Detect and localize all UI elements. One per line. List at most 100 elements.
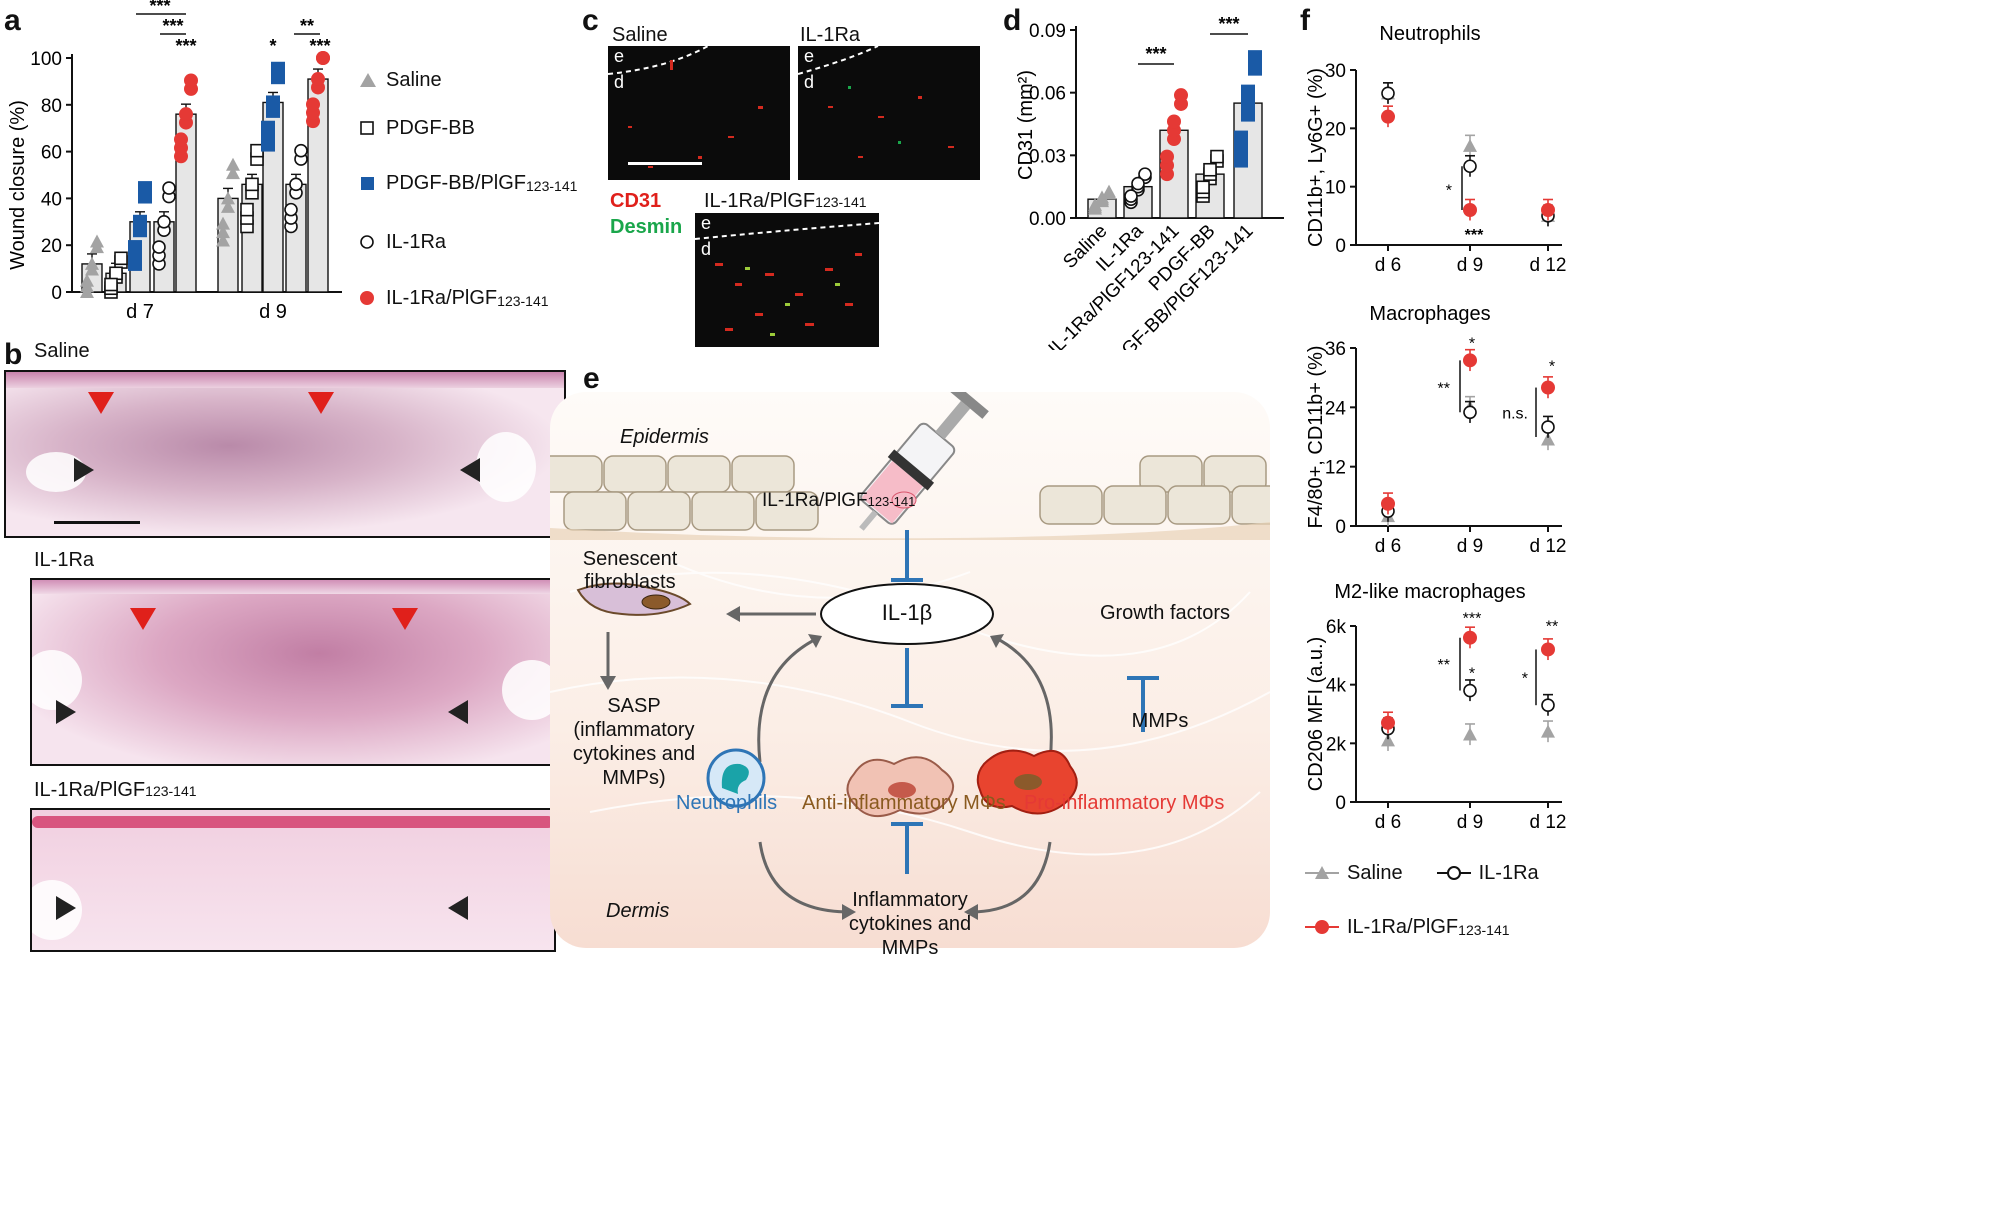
d-data-point xyxy=(1131,176,1145,191)
a-data-point xyxy=(216,225,230,239)
e-growth-label: Growth factors xyxy=(1099,602,1231,624)
b-histology-il1ra-plgf xyxy=(30,808,556,952)
a-y-axis-label: Wound closure (%) xyxy=(7,100,29,270)
epidermis-cells-left xyxy=(550,455,819,531)
a-data-point xyxy=(157,215,171,229)
c-label-il1ra-plgf: IL-1Ra/PlGF123-141 xyxy=(704,190,867,212)
d-data-point xyxy=(1196,180,1210,195)
a-data-point xyxy=(133,214,147,229)
d-data-point xyxy=(1174,88,1188,103)
a-bar xyxy=(285,183,307,293)
d-data-point xyxy=(1241,96,1255,111)
filled-circle-marker-icon xyxy=(1305,920,1339,934)
f-data-point xyxy=(1541,380,1555,395)
f-x-tick-label: d 9 xyxy=(1457,536,1483,557)
d-data-point xyxy=(1203,162,1217,177)
a-legend-pdgf: PDGF-BB xyxy=(356,104,586,152)
e-inflam-label: Inflammatory cytokines and MMPs xyxy=(848,889,972,959)
f-x-tick-label: d 6 xyxy=(1375,536,1401,557)
b-histology-saline xyxy=(4,370,566,538)
f-data-point xyxy=(1463,683,1477,698)
f-sig-label: n.s. xyxy=(1502,405,1528,422)
a-data-point xyxy=(179,107,193,122)
a-data-point xyxy=(266,95,280,110)
f-y-tick-label: 0 xyxy=(1335,793,1346,814)
f-x-tick-label: d 6 xyxy=(1375,255,1401,276)
e-drug-label: IL-1Ra/PlGF123-141 xyxy=(762,490,916,511)
f-legend-row-1: Saline IL-1Ra xyxy=(1305,858,1565,888)
scale-bar xyxy=(628,162,702,165)
a-y-tick-label: 100 xyxy=(30,49,62,70)
a-data-point xyxy=(184,73,198,88)
e-il1b-label: IL-1β xyxy=(881,600,933,625)
d-y-tick-label: 0.03 xyxy=(1029,146,1066,167)
f-y-tick-label: 0 xyxy=(1335,517,1346,538)
a-y-tick-label: 20 xyxy=(41,236,62,257)
a-legend-saline: Saline xyxy=(356,56,586,104)
f-sig-label: ** xyxy=(1438,657,1450,674)
a-data-point xyxy=(216,216,230,230)
a-data-point xyxy=(104,277,118,292)
a-y-tick-label: 60 xyxy=(41,143,62,164)
b-label-il1ra-plgf: IL-1Ra/PlGF123-141 xyxy=(34,779,197,801)
a-data-point xyxy=(226,157,240,171)
a-data-point xyxy=(294,143,308,158)
circle-marker-icon xyxy=(1436,866,1471,880)
black-arrowhead-icon xyxy=(460,458,480,482)
c-micrograph-il1ra-plgf: e d xyxy=(695,213,879,347)
a-data-point xyxy=(138,181,152,196)
black-arrowhead-icon xyxy=(74,458,94,482)
a-points xyxy=(80,51,330,299)
syringe-icon xyxy=(859,392,989,531)
f-x-tick-label: d 9 xyxy=(1457,812,1483,830)
f-data-point xyxy=(1463,353,1477,368)
a-data-point xyxy=(240,202,254,217)
panel-d-bar-chart: CD31 (mm²) 0.000.030.060.09******SalineI… xyxy=(1015,14,1284,350)
d-sig-label: *** xyxy=(1218,14,1239,34)
f-data-point xyxy=(1381,496,1395,511)
e-sasp-label: SASP (inflammatory cytokines and MMPs) xyxy=(572,695,696,789)
d-data-point xyxy=(1138,167,1152,181)
a-significance: *************** xyxy=(136,0,331,56)
d-y-tick-label: 0.00 xyxy=(1029,209,1066,230)
triangle-marker-icon xyxy=(1305,866,1339,879)
a-data-point xyxy=(162,181,176,195)
f-data-point xyxy=(1541,432,1555,446)
d-data-point xyxy=(1124,189,1138,203)
a-legend-il1ra: IL-1Ra xyxy=(356,214,586,270)
anti-inflammatory-macrophage-icon xyxy=(846,756,954,817)
f-data-point xyxy=(1463,138,1477,152)
f-data-point xyxy=(1541,642,1555,657)
c-desmin-label: Desmin xyxy=(610,216,683,238)
a-x-tick-label: d 7 xyxy=(126,301,154,323)
e-mmps-label: MMPs xyxy=(1131,710,1189,732)
f-data-point xyxy=(1541,698,1555,713)
a-sig-label: *** xyxy=(175,36,196,56)
a-bar xyxy=(241,183,263,293)
a-data-point xyxy=(216,233,230,247)
f-x-tick-label: d 12 xyxy=(1530,255,1567,276)
d-data-point xyxy=(1234,130,1248,145)
a-data-point xyxy=(311,72,325,87)
red-arrowhead-icon xyxy=(308,392,334,414)
f-sig-label: ** xyxy=(1546,618,1558,635)
f-data-point xyxy=(1541,724,1555,738)
f-y-tick-label: 30 xyxy=(1325,61,1346,82)
inhibition-arrows xyxy=(891,530,1159,874)
a-sig-label: *** xyxy=(309,36,330,56)
f-y-axis-label: CD11b+, Ly6G+ (%) xyxy=(1305,68,1327,247)
a-sig-label: ** xyxy=(300,16,314,36)
f-sig-label: * xyxy=(1522,670,1528,687)
a-sig-label: *** xyxy=(162,16,183,36)
a-data-point xyxy=(261,120,275,135)
a-data-point xyxy=(284,202,298,217)
d-data-point xyxy=(1234,153,1248,168)
a-data-point xyxy=(221,199,235,213)
f-y-tick-label: 10 xyxy=(1325,178,1346,199)
a-data-point xyxy=(85,256,99,270)
